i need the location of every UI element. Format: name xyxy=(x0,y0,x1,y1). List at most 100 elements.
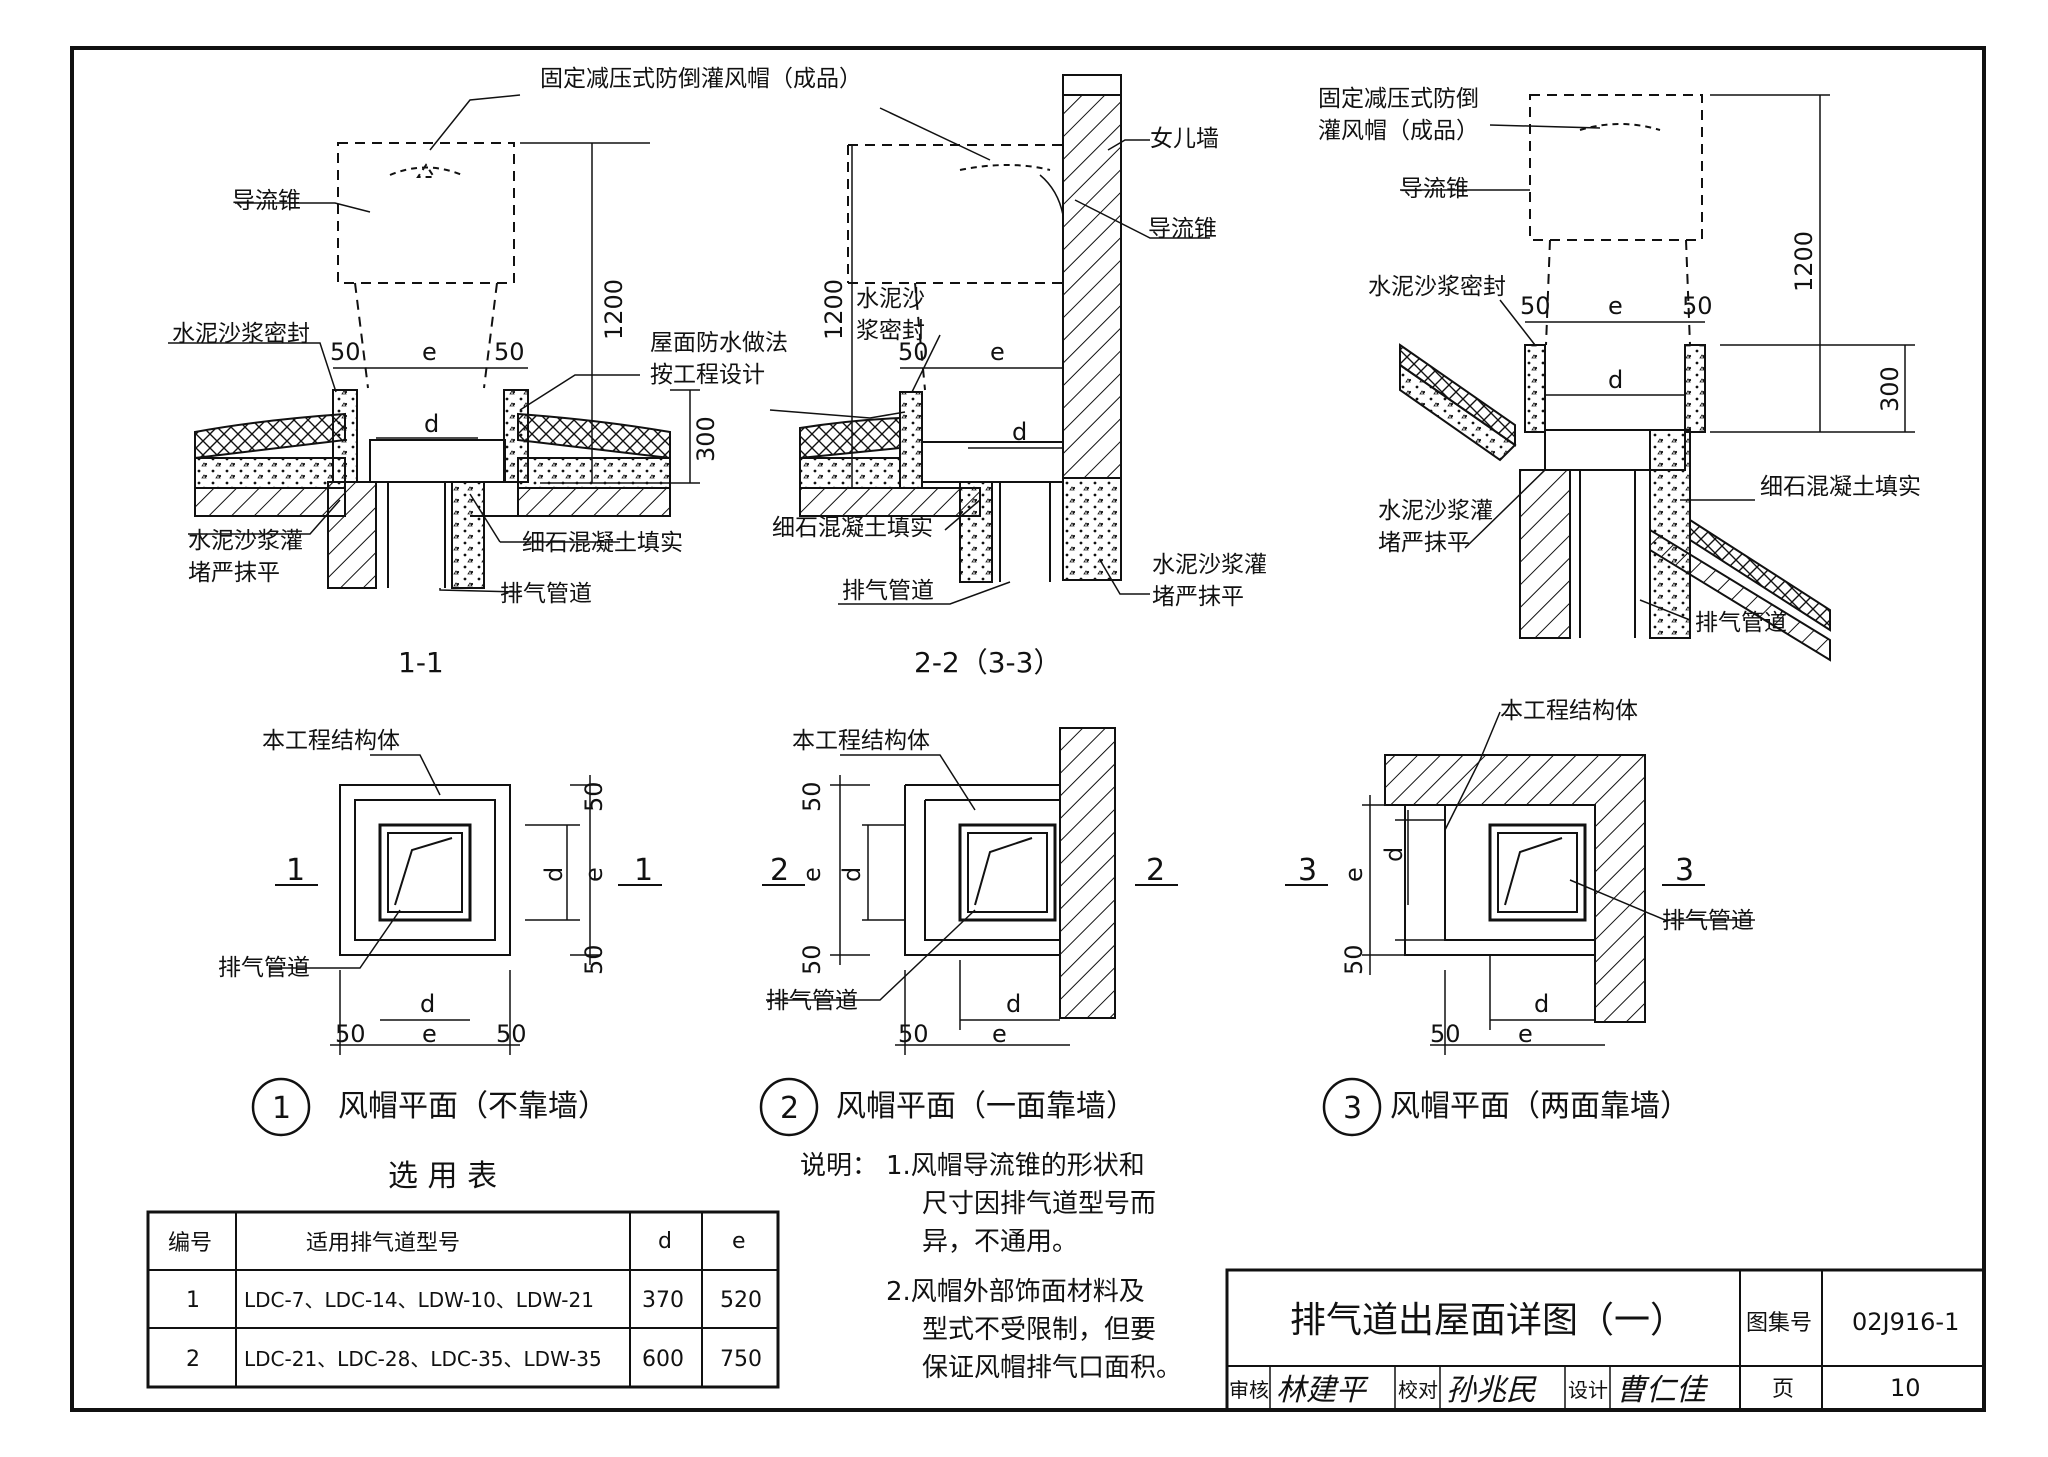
dim-plan2-50-bot: 50 xyxy=(798,944,826,975)
label-grout-3b: 堵严抹平 xyxy=(1378,530,1470,556)
section-title-2-2: 2-2（3-3） xyxy=(914,646,1061,679)
dim-1200-1: 1200 xyxy=(600,279,628,340)
table-row-1-e: 520 xyxy=(720,1288,762,1313)
note-2-line-3: 保证风帽排气口面积。 xyxy=(922,1353,1182,1383)
sheet-border xyxy=(70,46,1986,1412)
table-row-1-model: LDC-7、LDC-14、LDW-10、LDW-21 xyxy=(244,1288,594,1312)
dim-300-3: 300 xyxy=(1876,366,1904,412)
dim-plan1-50-top: 50 xyxy=(580,781,608,812)
note-2-line-1: 2.风帽外部饰面材料及 xyxy=(886,1277,1145,1307)
check-signature: 孙兆民 xyxy=(1446,1373,1537,1408)
plan-1-number: 1 xyxy=(272,1091,291,1126)
table-row-2-e: 750 xyxy=(720,1347,762,1372)
label-cone-1: 导流锥 xyxy=(232,188,301,214)
selection-table-title: 选 用 表 xyxy=(388,1159,497,1194)
cutmark-3-right: 3 xyxy=(1675,853,1694,888)
section-3-3-sloped xyxy=(1399,94,1915,662)
label-structure-3: 本工程结构体 xyxy=(1500,698,1638,724)
review-label: 审核 xyxy=(1229,1378,1269,1402)
dim-50-c: 50 xyxy=(898,338,929,366)
label-structure-2: 本工程结构体 xyxy=(792,728,930,754)
label-cone-3: 导流锥 xyxy=(1400,176,1469,202)
table-header-model: 适用排气道型号 xyxy=(306,1231,460,1256)
section-title-1-1: 1-1 xyxy=(398,646,444,679)
label-hood-product-3b: 灌风帽（成品） xyxy=(1318,118,1479,144)
cutmark-3-left: 3 xyxy=(1298,853,1317,888)
dim-plan2-e-v: e xyxy=(798,867,826,882)
dim-plan1-d-h: d xyxy=(420,990,435,1018)
plan-1 xyxy=(270,754,662,1055)
label-hood-product: 固定减压式防倒灌风帽（成品） xyxy=(540,66,862,92)
dim-plan1-e-v: e xyxy=(580,867,608,882)
dim-50-b: 50 xyxy=(494,338,525,366)
title-block: 排气道出屋面详图（一） 图集号 02J916-1 审核 林建平 校对 孙兆民 设… xyxy=(1225,1268,1986,1412)
note-1-line-1: 1.风帽导流锥的形状和 xyxy=(886,1151,1145,1181)
dim-plan2-50: 50 xyxy=(898,1020,929,1048)
label-hood-product-3a: 固定减压式防倒 xyxy=(1318,86,1479,112)
plan-2-title: 风帽平面（一面靠墙） xyxy=(836,1089,1136,1124)
label-structure-1: 本工程结构体 xyxy=(262,728,400,754)
dim-plan2-e-h: e xyxy=(992,1020,1007,1048)
dim-plan2-d-h: d xyxy=(1006,990,1021,1018)
section-2-2 xyxy=(769,74,1210,605)
dim-d-1: d xyxy=(424,410,439,438)
label-grout-1b: 堵严抹平 xyxy=(188,560,280,586)
dim-d-3: d xyxy=(1608,366,1623,394)
label-concrete-fill-3: 细石混凝土填实 xyxy=(1760,474,1921,500)
label-concrete-fill-1: 细石混凝土填实 xyxy=(522,530,683,556)
table-row-1-d: 370 xyxy=(642,1288,684,1313)
dim-plan1-e-h: e xyxy=(422,1020,437,1048)
dim-300-1: 300 xyxy=(692,416,720,462)
table-row-2-no: 2 xyxy=(186,1347,200,1372)
label-grout-1a: 水泥沙浆灌 xyxy=(188,528,303,554)
dim-plan3-d-h: d xyxy=(1534,990,1549,1018)
review-signature: 林建平 xyxy=(1276,1373,1369,1408)
plan-3 xyxy=(1285,711,1755,1055)
plan-2-number: 2 xyxy=(780,1091,799,1126)
dim-d-2: d xyxy=(1012,418,1027,446)
plan-1-title: 风帽平面（不靠墙） xyxy=(338,1089,608,1124)
table-header-no: 编号 xyxy=(168,1231,212,1256)
note-1-line-2: 尺寸因排气道型号而 xyxy=(922,1189,1156,1219)
plan-2 xyxy=(762,727,1178,1055)
dim-1200-2: 1200 xyxy=(820,279,848,340)
dim-plan1-50-r: 50 xyxy=(496,1020,527,1048)
table-header-d: d xyxy=(658,1229,672,1254)
section-1-1 xyxy=(168,94,700,593)
dim-e-1: e xyxy=(422,338,437,366)
page-label: 页 xyxy=(1772,1377,1794,1402)
dim-e-2: e xyxy=(990,338,1005,366)
dim-plan1-d-v: d xyxy=(540,867,568,882)
design-signature: 曹仁佳 xyxy=(1616,1373,1709,1408)
label-exhaust-pipe-p1: 排气管道 xyxy=(218,955,310,981)
cutmark-2-left: 2 xyxy=(770,853,789,888)
table-row-1-no: 1 xyxy=(186,1288,200,1313)
label-grout-2a: 水泥沙浆灌 xyxy=(1152,552,1267,578)
selection-table: 编号 适用排气道型号 d e 1 LDC-7、LDC-14、LDW-10、LDW… xyxy=(146,1210,780,1389)
note-2-line-2: 型式不受限制，但要 xyxy=(922,1315,1156,1345)
label-mortar-seal-1: 水泥沙浆密封 xyxy=(172,321,310,347)
plan-1-number-circle xyxy=(251,1077,311,1137)
label-parapet: 女儿墙 xyxy=(1150,126,1219,152)
dim-e-3: e xyxy=(1608,292,1623,320)
label-grout-3a: 水泥沙浆灌 xyxy=(1378,498,1493,524)
table-header-e: e xyxy=(732,1229,746,1254)
atlas-number-label: 图集号 xyxy=(1746,1311,1812,1336)
dim-50-a: 50 xyxy=(330,338,361,366)
table-row-2-model: LDC-21、LDC-28、LDC-35、LDW-35 xyxy=(244,1347,602,1371)
label-roof-waterproof-1: 屋面防水做法 xyxy=(650,330,788,356)
label-exhaust-pipe-2: 排气管道 xyxy=(842,578,934,604)
dim-plan1-50-bot: 50 xyxy=(580,944,608,975)
label-roof-waterproof-2: 按工程设计 xyxy=(650,362,765,388)
plan-3-number-circle xyxy=(1322,1077,1382,1137)
dim-plan2-50-top: 50 xyxy=(798,781,826,812)
label-cone-2: 导流锥 xyxy=(1148,216,1217,242)
label-mortar-seal-3: 水泥沙浆密封 xyxy=(1368,274,1506,300)
label-exhaust-pipe-1: 排气管道 xyxy=(500,581,592,607)
dim-plan3-e-v: e xyxy=(1340,867,1368,882)
dim-plan3-50-h: 50 xyxy=(1430,1020,1461,1048)
notes-lead: 说明： xyxy=(800,1151,878,1181)
design-label: 设计 xyxy=(1568,1378,1608,1402)
dim-plan1-50-l: 50 xyxy=(335,1020,366,1048)
